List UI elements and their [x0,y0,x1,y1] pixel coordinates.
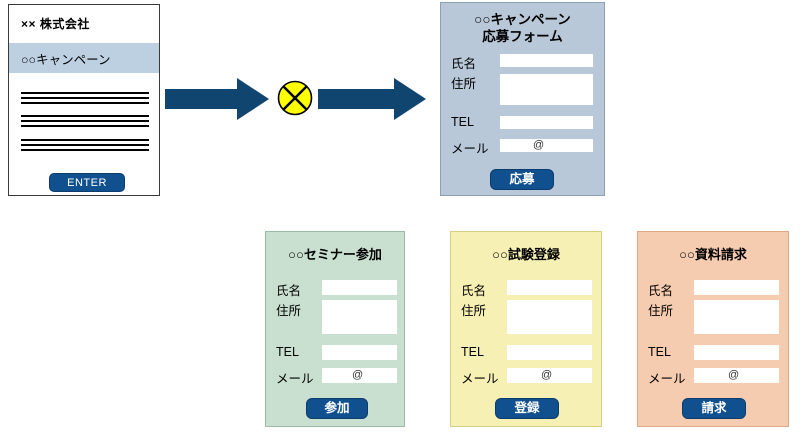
address-field-label: 住所 [648,304,674,318]
tel-input[interactable] [499,115,594,130]
address-field-label: 住所 [276,304,302,318]
text-line [21,120,149,122]
name-field-label: 氏名 [461,284,487,298]
email-input[interactable] [507,368,592,383]
address-input[interactable] [322,300,397,334]
form-title: ○○試験登録 [492,247,560,262]
form-title: ○○資料請求 [679,247,747,262]
name-input[interactable] [507,280,592,295]
arrow-right-icon [165,78,269,120]
text-line [21,97,149,99]
text-line [21,115,149,117]
tel-input[interactable] [694,345,779,360]
name-field-label: 氏名 [451,57,477,71]
submit-button[interactable]: 応募 [490,169,554,190]
at-symbol-hint: @ [352,369,364,381]
text-line-group [21,92,149,104]
tel-field-label: TEL [461,345,484,359]
text-line [21,92,149,94]
exam-registration-form: ○○試験登録 氏名 住所 TEL メール @ 登録 [450,231,602,427]
address-input[interactable] [507,300,592,334]
address-input[interactable] [694,300,779,334]
tel-input[interactable] [322,345,397,360]
circle-x-icon [277,80,313,116]
tel-input[interactable] [507,345,592,360]
email-input[interactable] [694,368,779,383]
at-symbol-hint: @ [541,369,553,381]
text-line-group [21,139,149,151]
at-symbol-hint: @ [533,139,545,151]
name-field-label: 氏名 [648,284,674,298]
source-document-panel: ×× 株式会社 ○○キャンペーン ENTER [8,4,160,196]
name-field-label: 氏名 [276,284,302,298]
brochure-request-form: ○○資料請求 氏名 住所 TEL メール @ 請求 [637,231,789,427]
at-symbol-hint: @ [728,369,740,381]
tel-field-label: TEL [451,115,474,129]
email-field-label: メール [461,372,499,386]
form-title-line1: ○○キャンペーン [474,12,571,27]
form-title-line2: 応募フォーム [482,29,563,44]
form-title: ○○セミナー参加 [288,247,382,262]
text-line [21,102,149,104]
name-input[interactable] [322,280,397,295]
address-field-label: 住所 [461,304,487,318]
enter-button[interactable]: ENTER [49,173,125,192]
campaign-highlight-bar [9,43,159,73]
email-input[interactable] [499,138,594,153]
name-input[interactable] [694,280,779,295]
submit-button[interactable]: 参加 [306,398,368,419]
email-field-label: メール [648,372,686,386]
text-line [21,144,149,146]
email-field-label: メール [276,372,314,386]
email-input[interactable] [322,368,397,383]
text-line [21,125,149,127]
submit-button[interactable]: 請求 [682,398,746,419]
email-field-label: メール [451,142,489,156]
text-line-group [21,115,149,127]
seminar-entry-form: ○○セミナー参加 氏名 住所 TEL メール @ 参加 [265,231,405,427]
tel-field-label: TEL [276,345,299,359]
campaign-entry-form: ○○キャンペーン 応募フォーム 氏名 住所 TEL メール @ 応募 [440,2,605,196]
tel-field-label: TEL [648,345,671,359]
text-line [21,149,149,151]
company-name: ×× 株式会社 [21,17,90,31]
arrow-right-icon [318,78,426,120]
campaign-link[interactable]: ○○キャンペーン [21,53,111,67]
submit-button[interactable]: 登録 [495,398,559,419]
text-line [21,139,149,141]
address-field-label: 住所 [451,77,477,91]
address-input[interactable] [499,73,594,106]
name-input[interactable] [499,53,594,68]
form-title: ○○キャンペーン 応募フォーム [441,11,604,45]
